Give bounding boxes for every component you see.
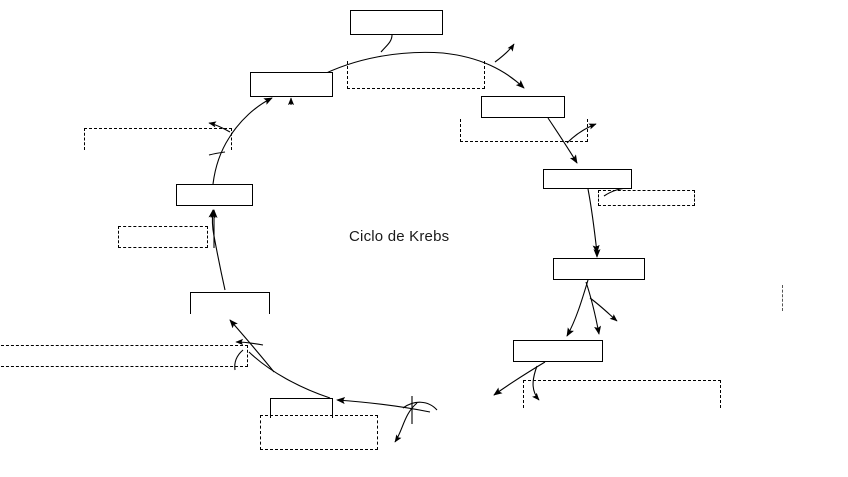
arc-right-upper-to-mid [547,117,578,164]
stub-top-box-to-arc [380,34,393,53]
blank-box-right-lower[interactable] [553,258,645,280]
main-cycle-arcs [208,34,631,443]
blank-box-bottom[interactable] [270,398,333,418]
blank-box-left-lower[interactable] [190,292,270,314]
arc-right-lower-branch [589,297,618,322]
edge-tick-mark [782,285,783,311]
arc-top-to-right [317,51,525,89]
arc-left-mid-to-upper-a [212,137,230,185]
blank-box-right-bottom[interactable] [513,340,603,362]
cofactor-blank-right-upper[interactable] [460,119,588,142]
arc-left-mid-to-upper-b [228,97,273,139]
cofactor-blank-right-mid[interactable] [598,190,695,206]
arc-bottom-to-left-lower-a [248,351,331,399]
arc-upper-left-cofactor-in [208,121,231,133]
arc-right-bottom-out-a [493,361,546,396]
arc-bottom-cofactor-curl [394,402,418,443]
cofactor-blank-top-center[interactable] [347,61,485,89]
arc-right-bottom-out-b [532,365,540,401]
cofactor-blank-bottom[interactable] [260,415,378,450]
arc-upper-left-curl [208,151,226,156]
cofactor-blank-left-lower[interactable] [0,345,248,367]
arc-bottom-to-left-lower-b [229,319,275,373]
arc-right-mid-to-lower [587,188,600,254]
cofactor-blank-left-mid[interactable] [118,226,208,248]
arc-left-cofactor-in [235,338,264,346]
cofactor-blank-right-bottom[interactable] [523,380,721,408]
arc-bottom-small-hook [402,401,438,411]
arc-bottom-into-box [336,397,431,413]
cofactor-blank-upper-left[interactable] [84,128,232,150]
blank-box-top[interactable] [350,10,443,35]
blank-box-upper-left[interactable] [250,72,333,97]
arc-right-lower-to-bottom-b [585,281,601,335]
blank-box-right-upper[interactable] [481,96,565,118]
arc-left-lower-to-mid-a [213,235,226,291]
blank-box-right-mid[interactable] [543,169,632,189]
arc-right-lower-to-bottom-a [566,279,589,337]
arc-right-upper-branch [566,123,597,144]
page-title: Ciclo de Krebs [349,228,450,245]
blank-box-left-mid[interactable] [176,184,253,206]
arc-left-cofactor-curl [234,349,244,371]
arc-top-right-product [494,43,515,63]
